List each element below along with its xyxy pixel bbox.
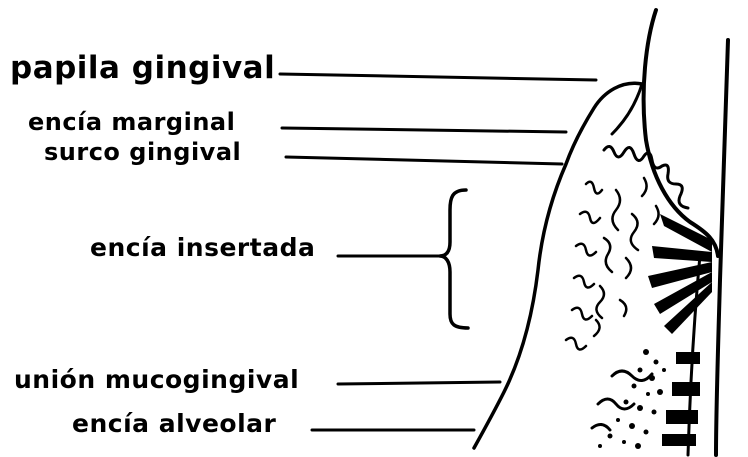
gingiva-outline: [474, 83, 642, 448]
insertada-bracket: [440, 190, 468, 328]
leader-marginal: [282, 128, 566, 132]
leader-surco: [286, 157, 562, 164]
epithelium-wavy: [604, 146, 688, 208]
connective-fibers: [594, 178, 659, 336]
leader-union: [338, 382, 500, 384]
sulcus-line: [612, 84, 642, 134]
label-encia-marginal: encía marginal: [28, 108, 235, 136]
label-union-mucogingival: unión mucogingival: [14, 365, 299, 394]
tooth-outline: [644, 10, 718, 256]
label-encia-alveolar: encía alveolar: [72, 409, 277, 438]
label-surco-gingival: surco gingival: [44, 138, 241, 166]
leader-papila: [280, 74, 596, 80]
label-encia-insertada: encía insertada: [90, 233, 315, 262]
epithelium-ridges: [566, 182, 602, 350]
ligament-bars: [662, 352, 700, 446]
bone-outline: [592, 371, 652, 430]
label-papila-gingival: papila gingival: [10, 50, 275, 86]
